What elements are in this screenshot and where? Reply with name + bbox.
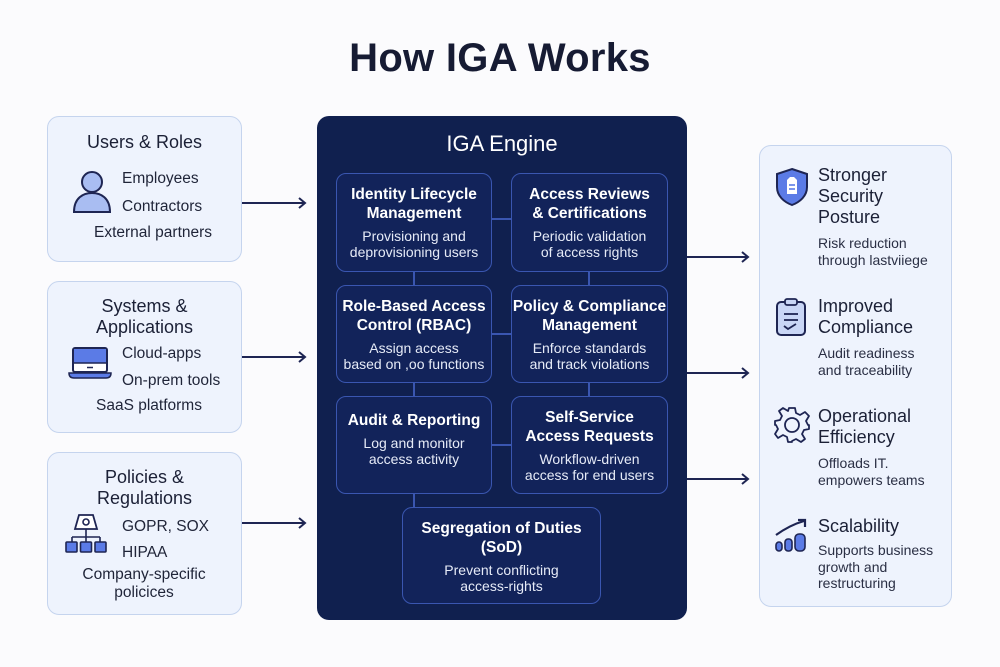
arrow-right-icon [242,351,307,363]
list-item: External partners [94,224,213,241]
connector-line [491,444,512,446]
connector-line [413,493,415,507]
connector-line [588,271,590,285]
connector-line [491,218,512,220]
arrow-right-icon [687,367,750,379]
input-card-systems-applications: Systems & Applications Cloud-apps On-pre… [47,281,242,433]
clipboard-check-icon [776,298,806,336]
connector-line [588,382,590,396]
card-heading: Users & Roles [86,132,203,152]
shield-icon [776,167,808,207]
list-item: Company-specific [82,566,206,583]
card-heading-line: Regulations [96,488,193,508]
module-title: Segregation of Duties(SoD) [421,520,582,556]
module-segregation-of-duties: Segregation of Duties(SoD) Prevent confl… [402,507,601,604]
connector-line [491,333,512,335]
input-card-users-roles: Users & Roles Employees Contractors Exte… [47,116,242,262]
list-item: SaaS platforms [96,397,202,414]
module-title: Access Reviews& Certifications [529,186,650,222]
engine-title: IGA Engine [446,131,558,156]
hierarchy-icon [65,514,107,553]
connector-line [413,271,415,285]
list-item: policices [114,584,174,601]
module-access-reviews: Access Reviews& Certifications Periodic … [511,173,668,272]
outcome-title: Scalability [818,516,900,536]
gear-icon [774,407,810,443]
arrow-right-icon [242,517,307,529]
card-heading: Policies & Regulations [48,467,241,509]
card-heading-line: Policies & [104,467,185,487]
connector-line [413,382,415,396]
card-heading-line: Systems & [101,296,188,316]
growth-chart-icon [775,518,807,552]
outcome-description: Offloads IT.empowers teams [818,455,925,488]
card-heading-line: Applications [95,317,194,337]
outcomes-card [759,145,952,607]
list-item: GOPR, SOX [122,518,209,535]
list-item: Employees [122,170,199,187]
card-heading: Systems & Applications [48,296,241,338]
list-item: Contractors [122,198,203,215]
input-card-policies-regulations: Policies & Regulations GOPR, SOX HIPAA C… [47,452,242,615]
arrow-right-icon [687,251,750,263]
laptop-icon [68,347,112,379]
module-title: Audit & Reporting [347,412,481,429]
list-item: HIPAA [122,544,168,561]
arrow-right-icon [242,197,307,209]
list-item: Cloud-apps [122,345,202,362]
list-item: On-prem tools [122,372,221,389]
page-title: How IGA Works [349,36,651,80]
arrow-right-icon [687,473,750,485]
user-icon [72,171,112,213]
